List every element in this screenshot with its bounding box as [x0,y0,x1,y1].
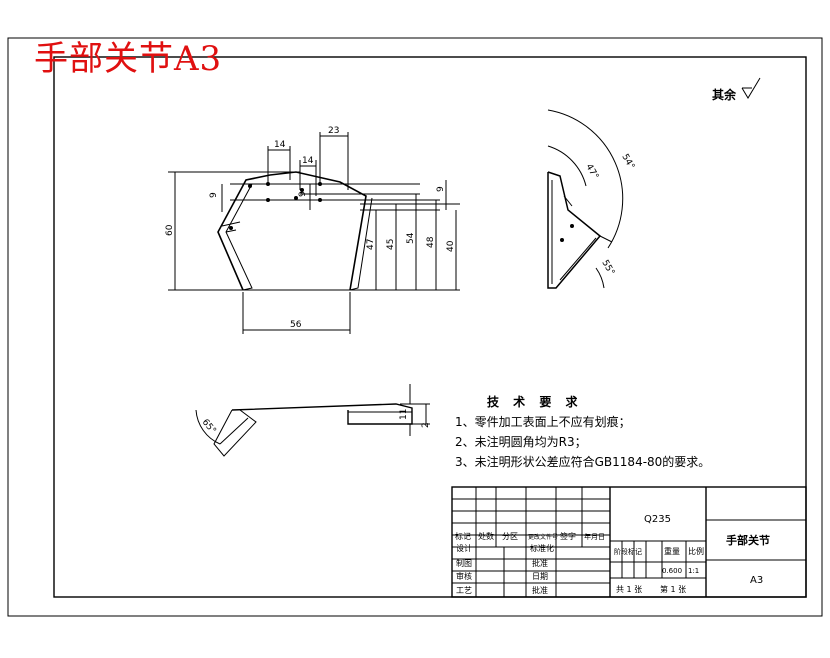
weight-header: 重量 [664,546,680,556]
dim-54: 54 [406,232,416,244]
dim-9a: 9 [209,192,219,198]
dim-47: 47 [366,239,376,250]
dim-60: 60 [165,224,175,236]
tech-item-2: 2、未注明圆角均为R3； [455,435,587,449]
angle-55: 55° [599,259,616,278]
dim-40: 40 [446,240,456,252]
surface-note: 其余 [712,88,737,102]
rev-sign: 签字 [560,531,576,541]
dim-23: 23 [328,126,339,136]
dim-45: 45 [386,239,396,250]
sheet-size: A3 [750,575,763,586]
angle-47: 47° [583,163,600,182]
angle-54: 54° [619,153,636,172]
role-draw: 制图 [456,558,472,568]
part-name: 手部关节 [726,533,770,547]
tech-item-3: 3、未注明形状公差应符合GB1184-80的要求。 [455,455,711,469]
weight-value: 0.600 [662,567,682,575]
drawing-title: 手部关节A3 [34,39,223,79]
dim-9c: 9 [436,186,446,192]
title-block [451,486,807,598]
rev-count: 处数 [478,531,494,541]
sheet-num: 第 1 张 [660,584,686,594]
technical-requirements: 技 术 要 求 1、零件加工表面上不应有划痕； 2、未注明圆角均为R3； 3、未… [455,392,710,472]
side-view [547,109,624,289]
dim-2: 2 [421,422,431,428]
rev-mark: 标记 [455,531,471,541]
side-view-labels: 54° 47° 55° [583,153,636,278]
role-process: 工艺 [456,586,472,595]
role-approve: 批准 [532,558,548,568]
role-date: 日期 [532,572,548,581]
angle-65: 65° [200,418,218,437]
dim-11: 11 [399,409,409,420]
tech-item-1: 1、零件加工表面上不应有划痕； [455,415,631,429]
scale-header: 比例 [688,546,704,556]
rev-zone: 分区 [502,532,518,541]
dim-9b: 9 [298,191,308,197]
inner-frame [53,56,807,598]
tech-heading: 技 术 要 求 [487,395,583,409]
front-view-labels: 14 14 23 9 9 9 60 47 45 54 48 40 56 [165,126,456,330]
dim-56: 56 [290,320,302,330]
dim-14b: 14 [302,156,314,166]
surface-finish-icon [741,77,761,99]
outer-border [7,37,823,617]
role-approve2: 批准 [532,585,548,595]
role-standard: 标准化 [530,543,554,553]
title-block-labels: Q235 手部关节 A3 标记 处数 分区 更改文件号 签字 年月日 设计 制图… [455,514,770,595]
rev-docnum: 更改文件号 [528,533,558,541]
material-label: Q235 [644,514,671,525]
role-design: 设计 [456,543,472,553]
sheet-total: 共 1 张 [616,585,642,594]
role-check: 审核 [456,571,472,581]
top-view-labels: 11 2 65° [200,409,431,437]
scale-value: 1:1 [688,567,699,575]
top-view [195,384,430,457]
dim-14a: 14 [274,140,286,150]
front-view [168,132,460,334]
rev-date: 年月日 [584,532,605,541]
stage-mark: 阶段标记 [614,547,642,556]
dim-48: 48 [426,236,436,248]
